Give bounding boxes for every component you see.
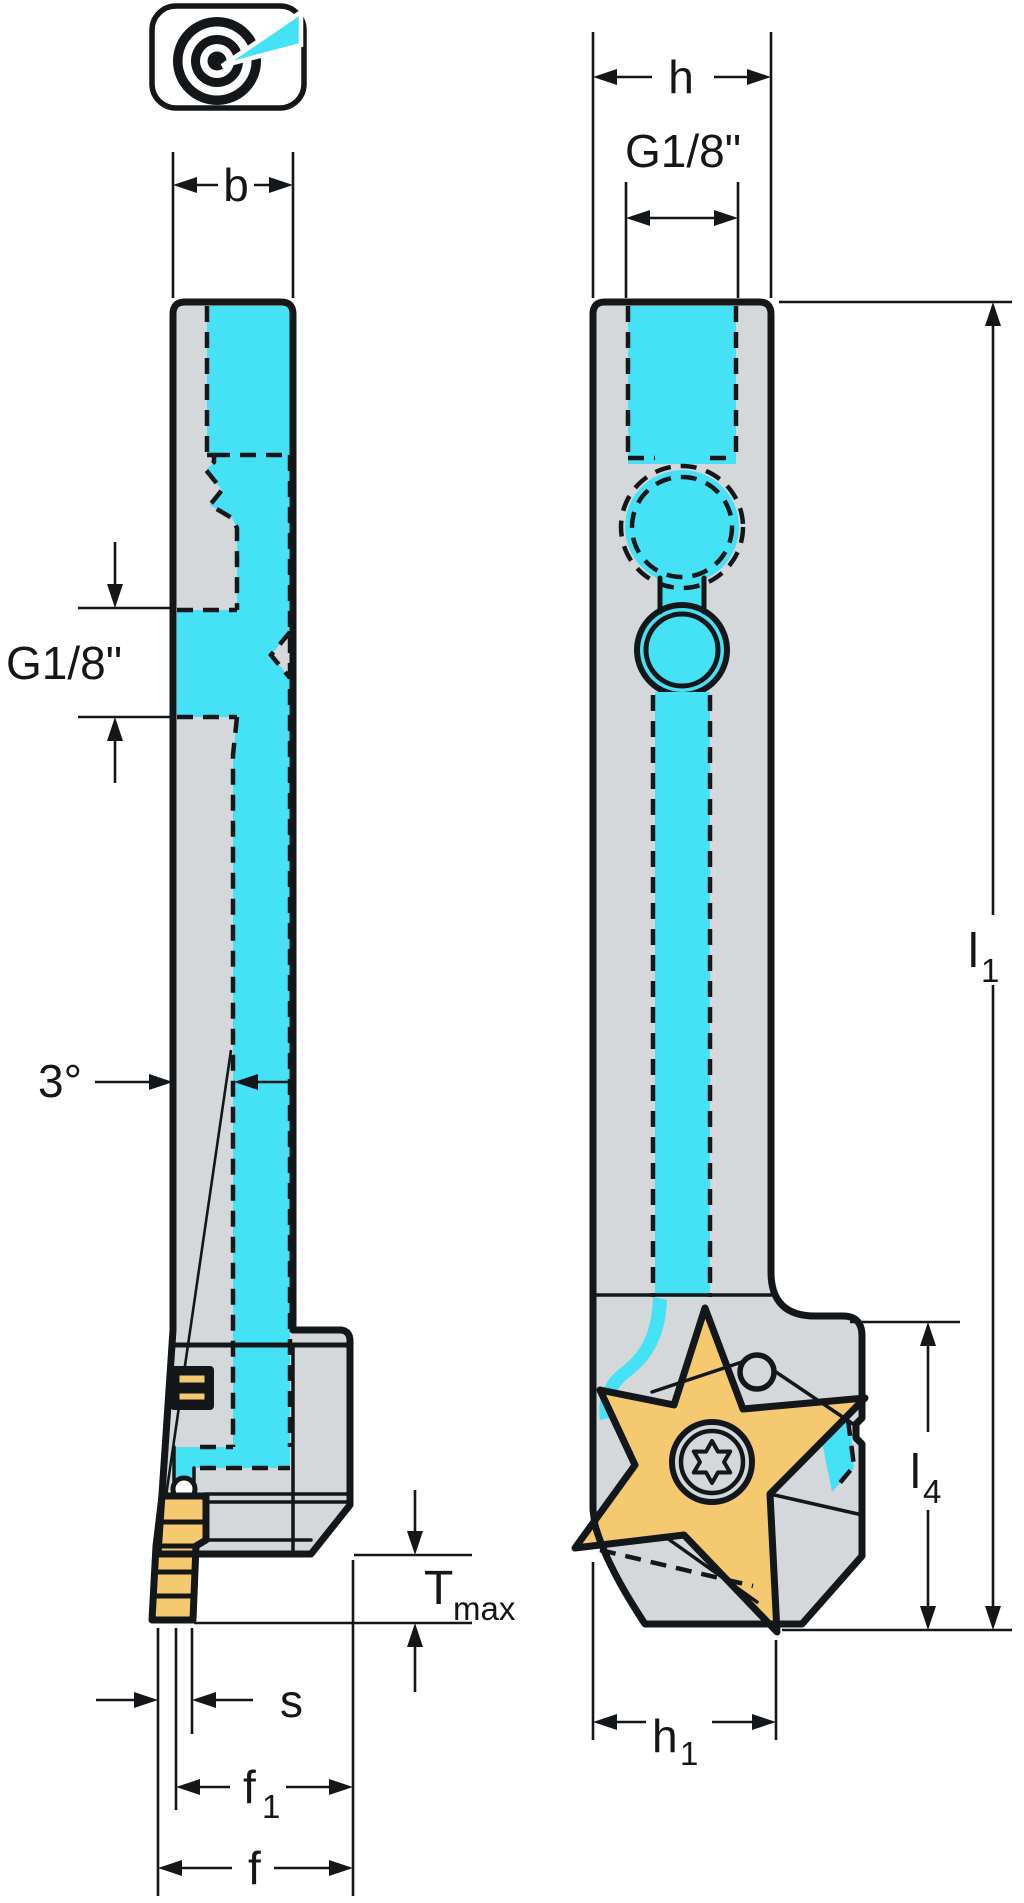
dim-label-l1: l — [968, 925, 979, 978]
coolant-channel-dashes-front — [618, 306, 857, 1492]
front-view: h G1/8" l 1 l 4 — [571, 32, 1012, 1772]
torx-screw — [669, 1419, 755, 1505]
coolant-jet-icon — [220, 7, 304, 69]
side-view: b G1/8" 3° T max s — [6, 152, 516, 1896]
dim-label-l4: l — [910, 1446, 921, 1499]
insert-side — [148, 1492, 210, 1624]
tool-shank-side-outline — [154, 298, 354, 1558]
dim-h: h — [591, 32, 773, 298]
dim-s: s — [96, 1560, 355, 1896]
dim-label-h1: h — [652, 1710, 678, 1762]
dim-label-f1-sub: 1 — [262, 1788, 280, 1825]
dim-label-f: f — [248, 1842, 261, 1894]
dim-label-b: b — [223, 159, 249, 211]
clamp-pin — [737, 1352, 777, 1392]
dim-tmax: T max — [194, 1490, 516, 1692]
dim-h1: h 1 — [591, 1562, 778, 1772]
tool-shank-front-outline — [589, 298, 866, 1628]
dim-label-h1-sub: 1 — [680, 1735, 698, 1772]
dim-b: b — [171, 152, 295, 298]
coolant-port-label-side: G1/8" — [6, 637, 122, 689]
dim-label-h: h — [668, 51, 694, 103]
dim-f: f — [158, 1842, 353, 1894]
dim-label-l4-sub: 4 — [923, 1473, 941, 1510]
coolant-channel-front — [599, 306, 854, 1492]
dim-label-s: s — [280, 1675, 303, 1727]
clamp-lever-line — [768, 1366, 858, 1428]
dim-label-f1: f — [243, 1761, 256, 1813]
head-internal-lines-side — [170, 1342, 353, 1552]
dim-taper-angle: 3° — [38, 1055, 292, 1107]
dim-l1: l 1 — [779, 300, 1012, 1632]
coolant-outlet-passage-side — [174, 1447, 290, 1480]
dim-port-front: G1/8" — [624, 125, 741, 298]
tmax-label: T — [424, 1562, 453, 1615]
coolant-logo — [149, 3, 307, 111]
taper-angle-label: 3° — [38, 1055, 82, 1107]
dim-label-l1-sub: 1 — [981, 952, 999, 989]
dim-f1: f 1 — [176, 1761, 353, 1825]
tmax-label-sub: max — [453, 1590, 516, 1627]
insert-pocket-side — [170, 1366, 214, 1410]
dim-port-side: G1/8" — [6, 542, 172, 783]
coolant-port-label-front: G1/8" — [625, 125, 741, 177]
channel-notch — [271, 632, 290, 678]
dim-l4: l 4 — [850, 1320, 960, 1630]
